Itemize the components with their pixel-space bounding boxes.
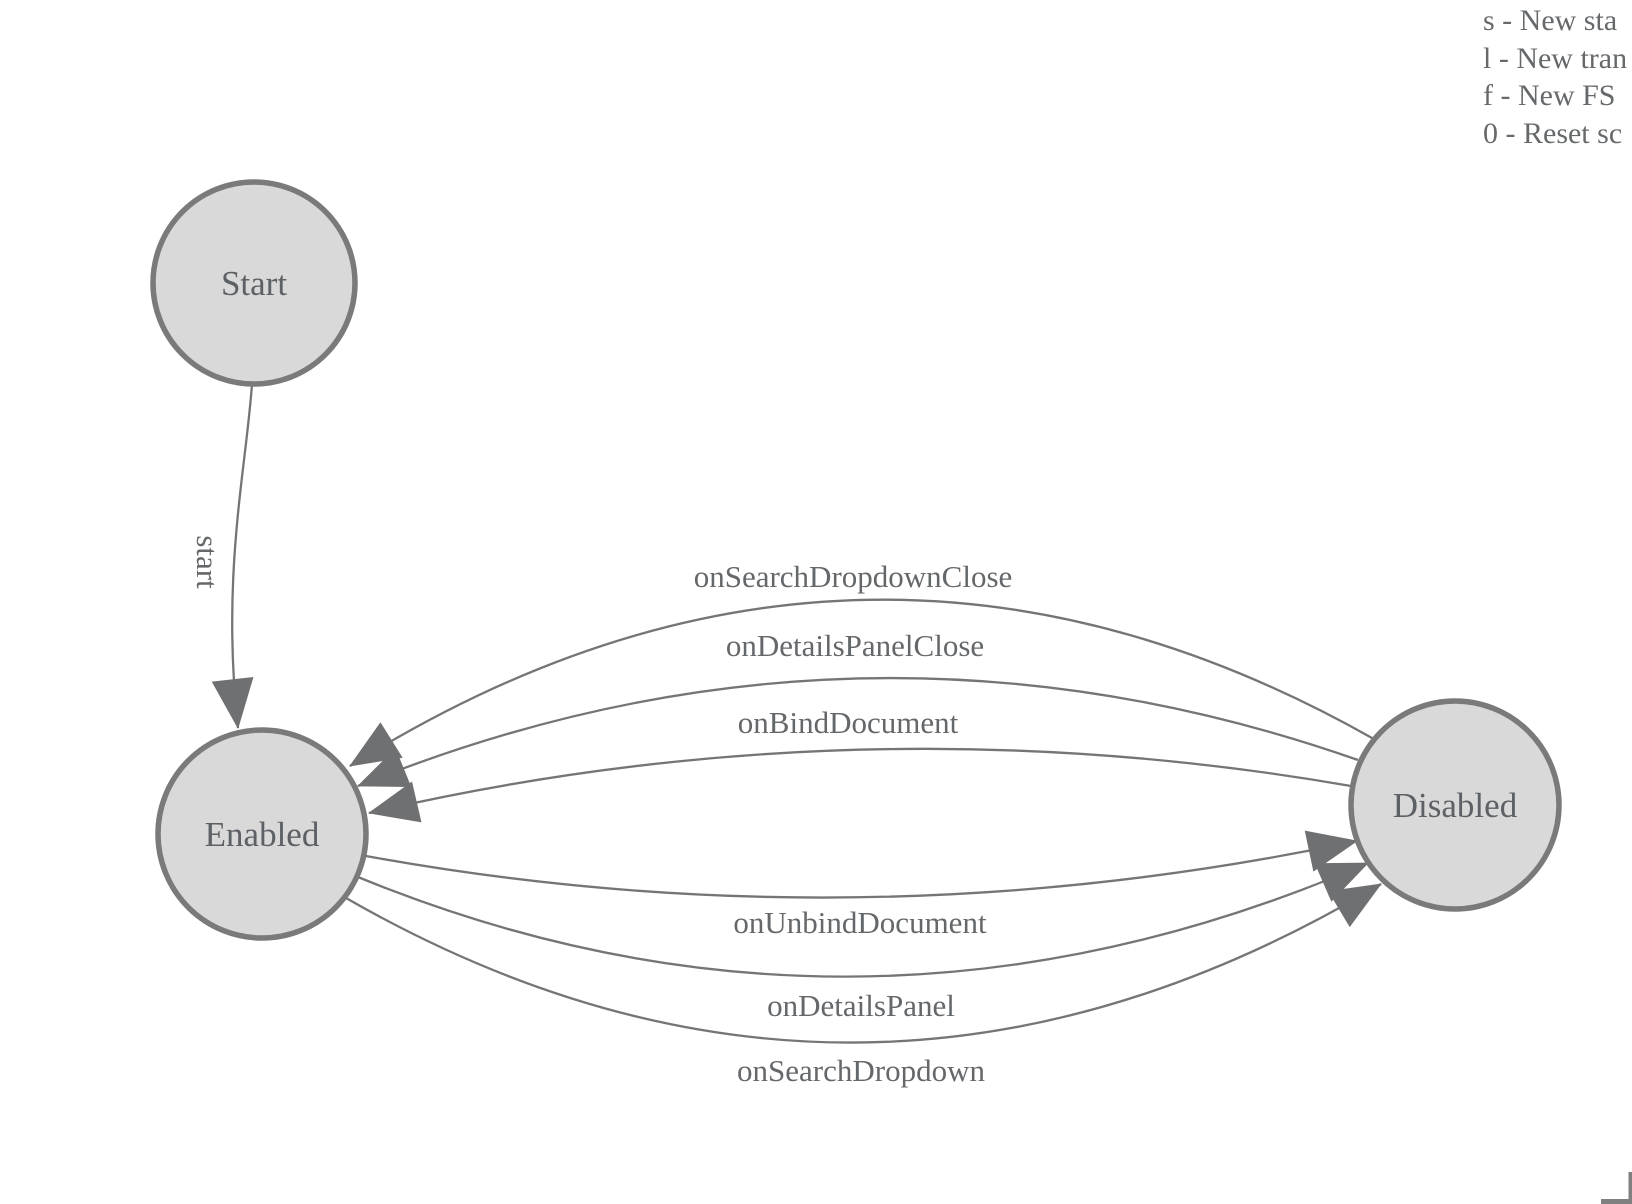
legend-line-reset: 0 - Reset sc (1483, 116, 1623, 150)
state-disabled[interactable]: Disabled (1348, 698, 1562, 912)
transition-onDetailsPanel-label: onDetailsPanel (767, 988, 955, 1023)
transition-onBindDocument-line[interactable] (368, 747, 1352, 823)
transition-onDetailsPanel-line[interactable] (357, 861, 1369, 978)
corner-mark-vertical (1628, 1172, 1632, 1204)
state-enabled[interactable]: Enabled (155, 727, 369, 941)
state-disabled-label: Disabled (1393, 786, 1518, 825)
state-start-label: Start (221, 264, 287, 303)
transition-onUnbindDocument[interactable]: onUnbindDocument (365, 830, 1358, 940)
offscreen-element-corner (1601, 1172, 1632, 1204)
transition-onSearchDropdownClose[interactable]: onSearchDropdownClose (349, 559, 1373, 767)
transition-onSearchDropdown-label: onSearchDropdown (737, 1053, 985, 1088)
transition-onBindDocument-label: onBindDocument (738, 705, 959, 740)
transition-onSearchDropdown-line[interactable] (345, 883, 1382, 1044)
transition-onUnbindDocument-line[interactable] (365, 830, 1358, 899)
corner-mark-horizontal (1601, 1199, 1632, 1204)
transition-start-label: start (190, 535, 225, 589)
transition-start[interactable]: start (190, 383, 254, 729)
state-disabled-circle[interactable] (1348, 698, 1562, 912)
state-enabled-circle[interactable] (155, 727, 369, 941)
transition-onBindDocument[interactable]: onBindDocument (368, 705, 1352, 823)
legend-line-new-transition: l - New tran (1483, 41, 1628, 75)
transition-onUnbindDocument-label: onUnbindDocument (733, 905, 987, 940)
state-start[interactable]: Start (150, 179, 358, 387)
legend-line-new-fsm: f - New FS (1483, 79, 1616, 112)
transition-onSearchDropdown[interactable]: onSearchDropdown (345, 883, 1382, 1088)
transition-onSearchDropdownClose-line[interactable] (349, 598, 1373, 767)
transition-onDetailsPanelClose-line[interactable] (357, 676, 1359, 788)
transition-onDetailsPanelClose-label: onDetailsPanelClose (726, 628, 984, 663)
transition-onSearchDropdownClose-label: onSearchDropdownClose (694, 559, 1013, 594)
state-start-circle[interactable] (150, 179, 358, 387)
transition-start-line[interactable] (211, 383, 254, 729)
legend-line-new-state: s - New sta (1483, 4, 1618, 37)
keyboard-shortcuts-legend: s - New sta l - New tran f - New FS 0 - … (1483, 2, 1627, 152)
state-enabled-label: Enabled (205, 815, 320, 854)
transition-onDetailsPanelClose[interactable]: onDetailsPanelClose (357, 628, 1359, 788)
transition-onDetailsPanel[interactable]: onDetailsPanel (357, 861, 1369, 1023)
